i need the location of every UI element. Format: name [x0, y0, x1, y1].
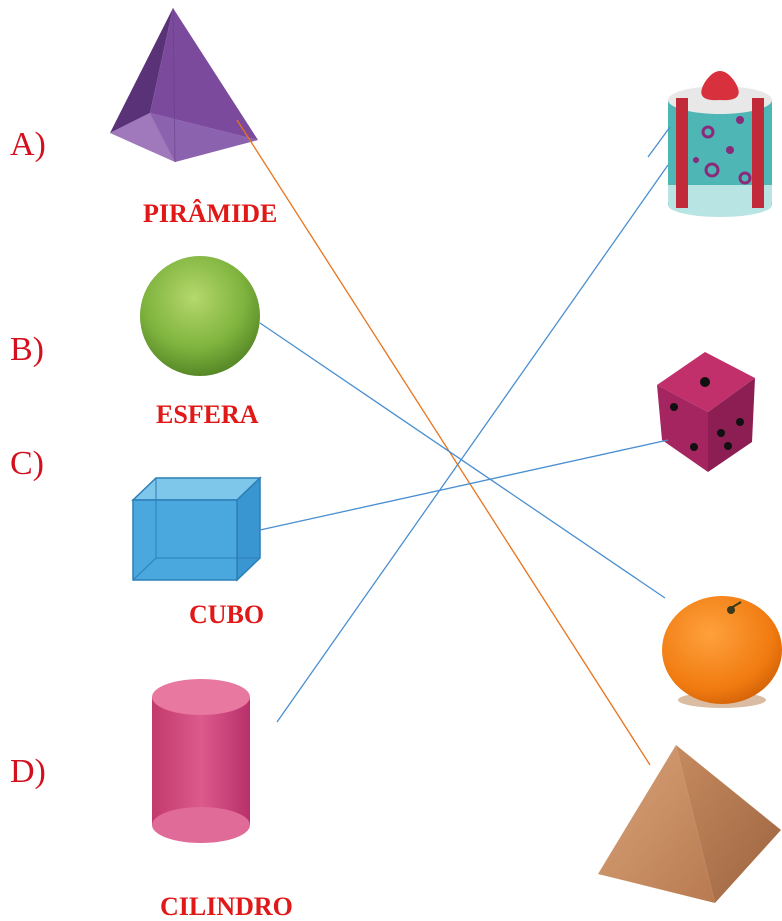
label-piramide: PIRÂMIDE	[143, 199, 278, 228]
letter-d: D)	[10, 753, 46, 790]
match-line-piramide	[236, 119, 651, 766]
label-cubo: CUBO	[189, 600, 265, 629]
label-cilindro: CILINDRO	[160, 892, 293, 921]
magenta-cylinder-icon	[152, 679, 250, 843]
green-sphere-icon	[140, 256, 260, 376]
letter-b: B)	[10, 331, 44, 368]
stone-pyramid-icon	[598, 745, 781, 903]
purple-pyramid-icon	[110, 7, 258, 163]
letter-a: A)	[10, 126, 46, 163]
gift-box-icon	[668, 71, 772, 217]
orange-fruit-icon	[662, 596, 782, 708]
match-line-cubo	[259, 439, 669, 531]
dice-icon	[657, 352, 755, 472]
match-line-giftbox-stub	[647, 126, 671, 158]
match-line-cilindro	[276, 164, 669, 723]
match-line-esfera	[259, 322, 666, 599]
matching-lines	[236, 119, 671, 766]
letter-c: C)	[10, 445, 44, 482]
blue-cube-icon	[131, 476, 262, 582]
label-esfera: ESFERA	[156, 400, 259, 429]
